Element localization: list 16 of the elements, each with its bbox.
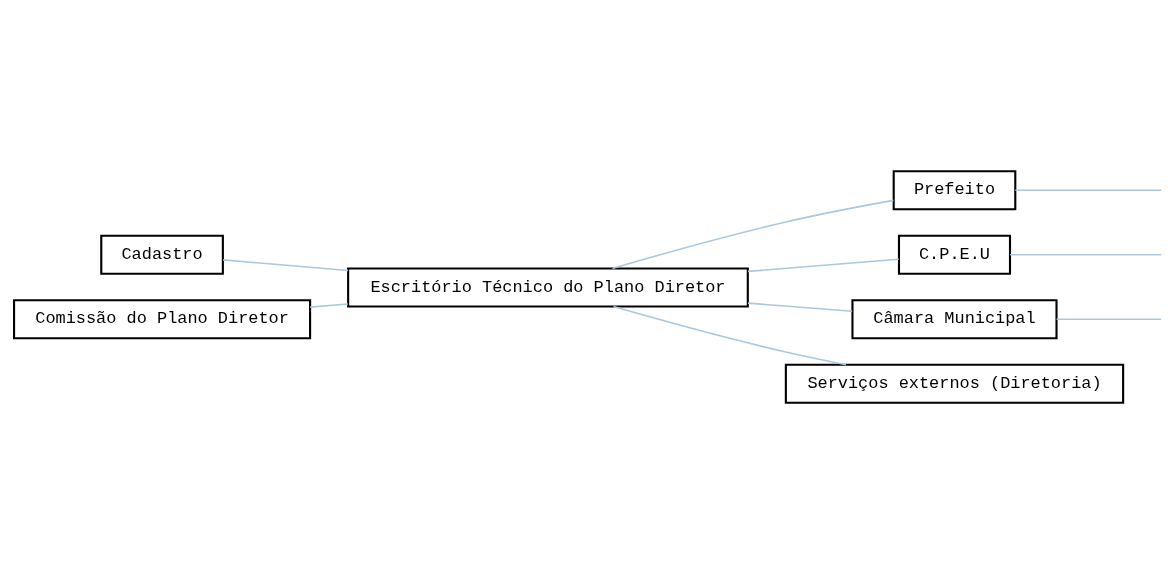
connector: [1055, 318, 1162, 321]
connector: [309, 303, 349, 308]
node-box: C.P.E.U: [897, 234, 1012, 275]
connector: [747, 302, 853, 313]
connector: [1009, 253, 1162, 256]
node-box: Serviços externos (Diretoria): [784, 363, 1125, 404]
connector: [1014, 189, 1162, 192]
connector: [222, 259, 349, 272]
node-box: Câmara Municipal: [851, 299, 1058, 340]
node-box: Prefeito: [892, 170, 1017, 211]
connector: [611, 199, 895, 270]
connector: [612, 305, 847, 366]
connector: [747, 258, 900, 273]
node-box: Cadastro: [100, 234, 224, 275]
node-box: Escritório Técnico do Plano Diretor: [347, 267, 749, 308]
node-box: Comissão do Plano Diretor: [13, 299, 312, 340]
